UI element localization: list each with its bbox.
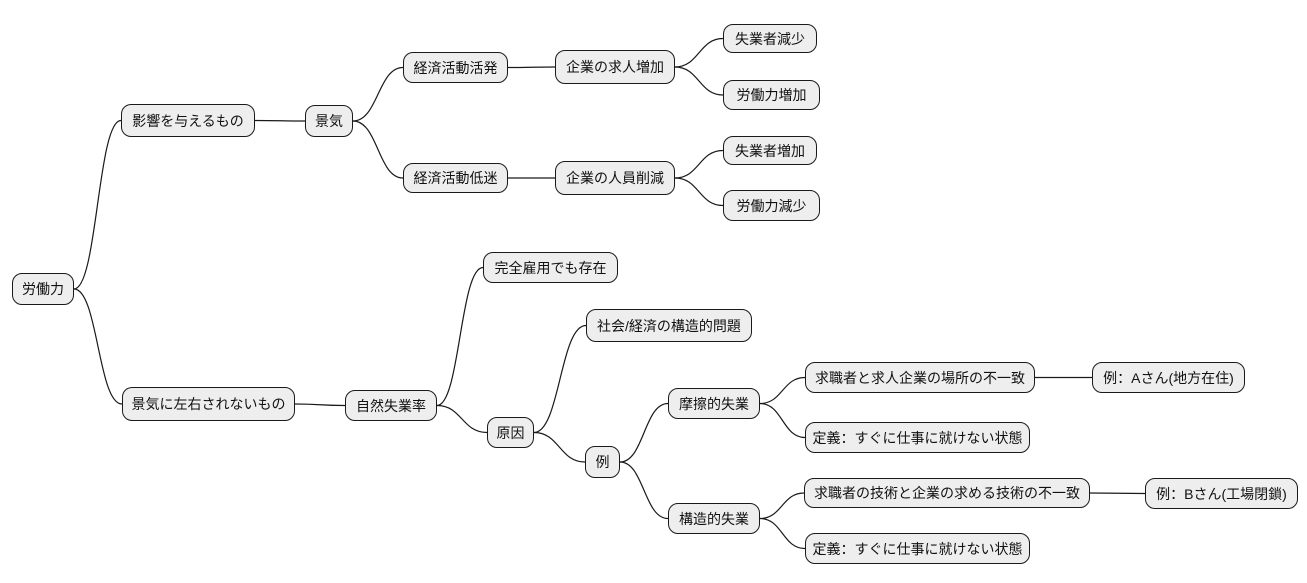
edge-business-cycle--econ-active <box>352 66 404 122</box>
node-unemployed-down: 失業者減少 <box>723 24 817 53</box>
edge-root--influence <box>73 119 122 290</box>
node-example-b: 例：Bさん(工場閉鎖) <box>1145 478 1298 509</box>
edge-influence--business-cycle <box>254 119 306 122</box>
node-example-a: 例：Aさん(地方在住) <box>1092 362 1245 393</box>
node-labor-up: 労働力増加 <box>723 80 820 110</box>
node-unemployed-up: 失業者増加 <box>723 136 817 165</box>
node-not-cycle: 景気に左右されないもの <box>122 387 295 421</box>
edge-root--not-cycle <box>73 288 123 405</box>
edge-structural--struct-def <box>759 517 806 550</box>
node-natural-rate: 自然失業率 <box>345 390 437 421</box>
node-econ-slump: 経済活動低迷 <box>403 163 508 193</box>
node-root: 労働力 <box>12 273 74 305</box>
edge-econ-active--job-openings-up <box>507 66 556 69</box>
edge-staff-cuts--unemployed-up <box>674 149 724 179</box>
node-example: 例 <box>585 446 620 478</box>
edge-job-openings-up--labor-up <box>674 66 724 96</box>
node-staff-cuts: 企業の人員削減 <box>555 161 675 195</box>
node-friction-def: 定義：すぐに仕事に就けない状態 <box>805 422 1030 453</box>
node-econ-active: 経済活動活発 <box>403 52 508 83</box>
node-frictional: 摩擦的失業 <box>668 388 760 419</box>
edge-struct-skill--example-b <box>1089 492 1146 495</box>
node-struct-def: 定義：すぐに仕事に就けない状態 <box>805 533 1030 564</box>
node-struct-skill: 求職者の技術と企業の求める技術の不一致 <box>804 478 1090 508</box>
node-influence: 影響を与えるもの <box>121 104 255 137</box>
edge-cause--example <box>533 431 586 463</box>
node-job-openings-up: 企業の求人増加 <box>555 50 675 84</box>
edge-business-cycle--econ-slump <box>352 120 404 179</box>
edge-frictional--friction-location <box>759 376 806 405</box>
node-labor-down: 労働力減少 <box>723 190 820 221</box>
edge-natural-rate--full-employment <box>436 266 484 407</box>
edge-cause--structural-problem <box>533 324 587 434</box>
node-business-cycle: 景気 <box>305 105 353 137</box>
edge-job-openings-up--unemployed-down <box>674 37 724 68</box>
node-structural-problem: 社会/経済の構造的問題 <box>586 309 752 342</box>
node-full-employment: 完全雇用でも存在 <box>483 252 618 283</box>
node-structural: 構造的失業 <box>668 503 760 534</box>
edge-structural--struct-skill <box>759 492 805 520</box>
edge-example--frictional <box>619 402 669 463</box>
edge-not-cycle--natural-rate <box>294 403 346 407</box>
node-cause: 原因 <box>487 417 534 448</box>
node-friction-location: 求職者と求人企業の場所の不一致 <box>805 362 1035 393</box>
edge-frictional--friction-def <box>759 402 806 439</box>
edge-example--structural <box>619 461 669 520</box>
edge-staff-cuts--labor-down <box>674 177 724 207</box>
edge-natural-rate--cause <box>436 404 488 434</box>
